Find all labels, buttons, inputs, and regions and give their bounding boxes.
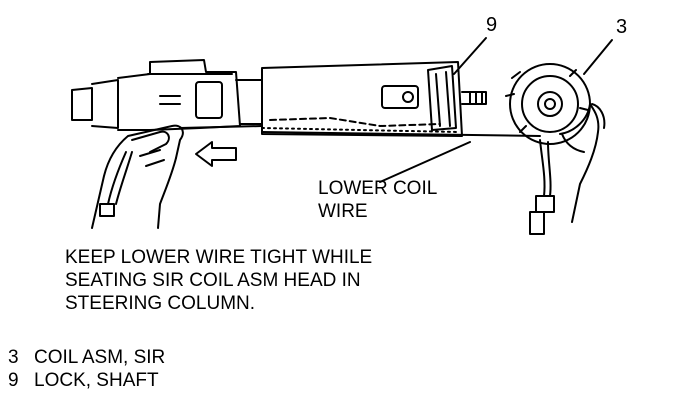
leader-9 — [453, 37, 487, 75]
legend: 3 COIL ASM, SIR 9 LOCK, SHAFT — [8, 346, 165, 392]
legend-number: 3 — [8, 347, 19, 368]
leader-lower-coil — [379, 141, 471, 183]
instruction-line: SEATING SIR COIL ASM HEAD IN — [65, 270, 361, 291]
legend-item: 9 LOCK, SHAFT — [8, 369, 165, 392]
right-hand — [559, 103, 606, 223]
shaft-lock — [427, 65, 487, 131]
instruction-line: KEEP LOWER WIRE TIGHT WHILE — [65, 247, 373, 268]
legend-item: 3 COIL ASM, SIR — [8, 346, 165, 369]
instruction-line: STEERING COLUMN. — [65, 293, 256, 314]
legend-number: 9 — [8, 370, 19, 391]
column-housing — [261, 61, 463, 137]
instruction-note: KEEP LOWER WIRE TIGHT WHILE SEATING SIR … — [65, 246, 372, 315]
callout-3: 3 — [616, 16, 628, 38]
steering-column — [71, 59, 263, 131]
lower-coil-wire-label: LOWER COIL WIRE — [318, 177, 437, 223]
leader-3 — [583, 39, 613, 75]
left-hand — [91, 124, 184, 229]
legend-text: LOCK, SHAFT — [34, 370, 159, 391]
legend-text: COIL ASM, SIR — [34, 347, 166, 368]
coil-wires — [99, 125, 555, 235]
lower-coil-label-line: LOWER COIL — [318, 178, 438, 199]
lower-coil-label-line: WIRE — [318, 201, 368, 222]
sir-coil-assembly — [505, 63, 591, 145]
callout-9: 9 — [486, 14, 498, 36]
left-arrow-icon — [195, 141, 237, 167]
